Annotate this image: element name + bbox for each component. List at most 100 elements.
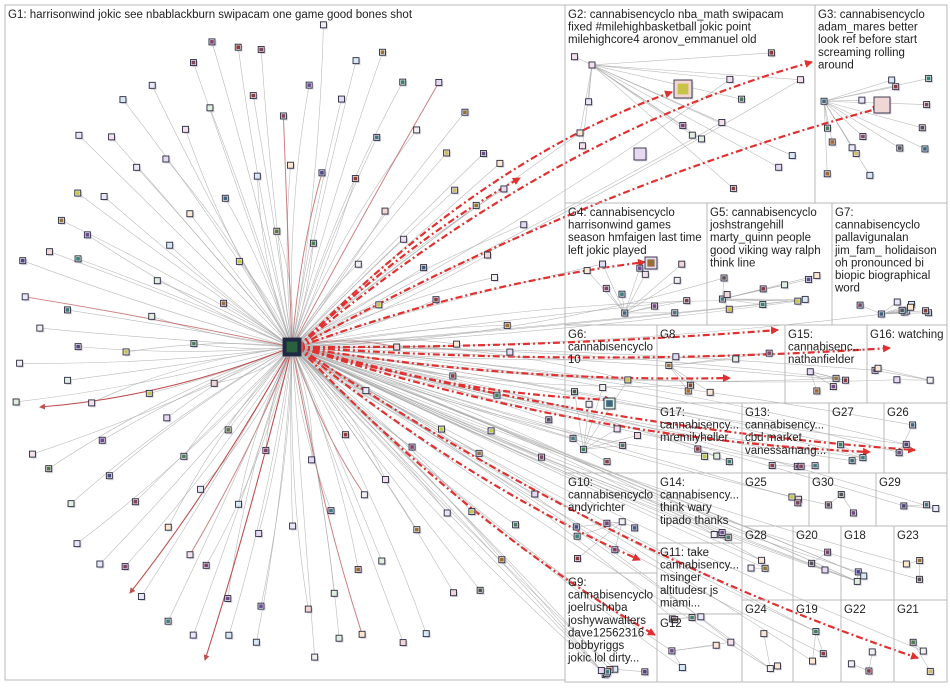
node-g22-0[interactable] bbox=[865, 667, 874, 676]
node-g7-0[interactable] bbox=[877, 310, 886, 319]
node-g15-0[interactable] bbox=[806, 368, 815, 377]
node-g3-11[interactable] bbox=[923, 101, 932, 110]
node-g4-2[interactable] bbox=[678, 260, 687, 269]
node-g8-4[interactable] bbox=[765, 349, 774, 358]
node-g1-125[interactable] bbox=[545, 416, 554, 425]
node-g1-67[interactable] bbox=[249, 92, 258, 101]
node-g1-0[interactable] bbox=[393, 343, 402, 352]
node-g1-45[interactable] bbox=[354, 565, 363, 574]
node-g19-1[interactable] bbox=[819, 650, 828, 659]
node-g1-52[interactable] bbox=[164, 523, 173, 532]
node-g1-131[interactable] bbox=[450, 589, 459, 598]
node-g15-2[interactable] bbox=[813, 387, 822, 396]
node-g16-2[interactable] bbox=[874, 364, 883, 373]
node-g1-68[interactable] bbox=[279, 112, 288, 121]
node-g2-11[interactable] bbox=[718, 118, 727, 127]
node-g1-25[interactable] bbox=[145, 389, 154, 398]
node-g1-117[interactable] bbox=[379, 48, 388, 57]
node-g1-27[interactable] bbox=[148, 312, 157, 321]
node-avatar-g4[interactable] bbox=[644, 256, 659, 271]
node-g1-104[interactable] bbox=[46, 248, 55, 257]
node-g1-90[interactable] bbox=[189, 631, 198, 640]
node-g1-64[interactable] bbox=[162, 155, 171, 164]
node-g13-3[interactable] bbox=[797, 462, 806, 471]
node-g1-113[interactable] bbox=[234, 43, 243, 52]
node-g1-54[interactable] bbox=[105, 472, 114, 481]
node-g1-50[interactable] bbox=[202, 561, 211, 570]
node-g2-13[interactable] bbox=[767, 49, 776, 58]
node-g1-116[interactable] bbox=[352, 57, 361, 66]
node-g24-1[interactable] bbox=[774, 662, 782, 671]
node-g22-1[interactable] bbox=[847, 660, 856, 669]
node-g20-2[interactable] bbox=[824, 548, 833, 557]
node-g1-80[interactable] bbox=[493, 391, 502, 400]
node-g13-1[interactable] bbox=[768, 462, 777, 470]
node-g12-2[interactable] bbox=[727, 638, 736, 647]
node-g1-126[interactable] bbox=[538, 453, 547, 462]
node-g1-17[interactable] bbox=[360, 491, 369, 500]
node-g1-111[interactable] bbox=[189, 59, 198, 68]
node-g2-4[interactable] bbox=[729, 184, 738, 193]
node-g11-1[interactable] bbox=[671, 615, 680, 624]
node-g7-5[interactable] bbox=[907, 303, 915, 312]
node-g1-57[interactable] bbox=[64, 376, 73, 385]
node-g3-15[interactable] bbox=[859, 133, 868, 141]
node-g8-5[interactable] bbox=[686, 381, 695, 390]
node-g1-129[interactable] bbox=[498, 556, 507, 565]
node-g1-76[interactable] bbox=[484, 251, 493, 260]
node-g25-2[interactable] bbox=[794, 499, 803, 508]
node-g3-5[interactable] bbox=[918, 124, 927, 133]
node-g1-105[interactable] bbox=[57, 216, 66, 225]
node-g1-26[interactable] bbox=[122, 348, 131, 357]
node-g12-3[interactable] bbox=[678, 664, 687, 673]
node-g1-70[interactable] bbox=[338, 95, 346, 104]
node-g1-78[interactable] bbox=[503, 321, 512, 330]
node-g2-2[interactable] bbox=[726, 75, 735, 84]
node-g27-2[interactable] bbox=[848, 457, 857, 466]
node-g4-0[interactable] bbox=[621, 309, 630, 318]
node-g1-24[interactable] bbox=[163, 414, 172, 423]
node-g1-89[interactable] bbox=[225, 631, 234, 640]
node-g3-10[interactable] bbox=[925, 74, 934, 83]
node-g1-2[interactable] bbox=[342, 431, 351, 440]
node-g4-10[interactable] bbox=[683, 297, 692, 306]
node-g1-74[interactable] bbox=[451, 186, 460, 195]
node-g1-101[interactable] bbox=[36, 324, 45, 333]
node-g1-34[interactable] bbox=[318, 169, 327, 178]
node-g27-1[interactable] bbox=[837, 441, 846, 450]
node-g3-2[interactable] bbox=[896, 144, 905, 153]
node-g26-1[interactable] bbox=[902, 440, 911, 449]
node-g11-3[interactable] bbox=[697, 613, 706, 622]
node-g1-6[interactable] bbox=[210, 379, 219, 388]
node-g1-77[interactable] bbox=[491, 274, 500, 282]
node-g6-9[interactable] bbox=[613, 425, 622, 434]
node-g10-6[interactable] bbox=[574, 555, 582, 563]
node-g1-79[interactable] bbox=[506, 348, 515, 357]
node-g1-87[interactable] bbox=[311, 653, 320, 662]
node-g17-3[interactable] bbox=[701, 452, 710, 461]
node-g23-0[interactable] bbox=[916, 556, 925, 565]
node-g1-7[interactable] bbox=[190, 340, 199, 349]
node-g9-6[interactable] bbox=[597, 667, 606, 675]
node-g12-0[interactable] bbox=[668, 647, 677, 656]
node-g1-21[interactable] bbox=[235, 500, 244, 509]
node-g26-2[interactable] bbox=[909, 421, 918, 430]
node-g2-0[interactable] bbox=[588, 61, 597, 70]
node-g1-114[interactable] bbox=[257, 46, 266, 55]
node-g7-8[interactable] bbox=[922, 307, 931, 316]
node-g4-1[interactable] bbox=[671, 309, 680, 318]
node-g21-1[interactable] bbox=[926, 667, 935, 676]
node-avatar-g2b[interactable] bbox=[633, 147, 648, 162]
node-g1-128[interactable] bbox=[512, 521, 521, 530]
node-g1-4[interactable] bbox=[262, 446, 271, 455]
node-g1-91[interactable] bbox=[164, 617, 173, 626]
node-g4-11[interactable] bbox=[651, 302, 659, 311]
node-g1-83[interactable] bbox=[468, 508, 477, 517]
node-g1-123[interactable] bbox=[500, 185, 509, 194]
node-g1-37[interactable] bbox=[400, 235, 409, 244]
node-g1-120[interactable] bbox=[461, 108, 470, 117]
node-g2-10[interactable] bbox=[688, 131, 697, 140]
node-g5-9[interactable] bbox=[780, 281, 789, 290]
node-g5-8[interactable] bbox=[759, 301, 768, 310]
node-g1-36[interactable] bbox=[381, 207, 390, 216]
